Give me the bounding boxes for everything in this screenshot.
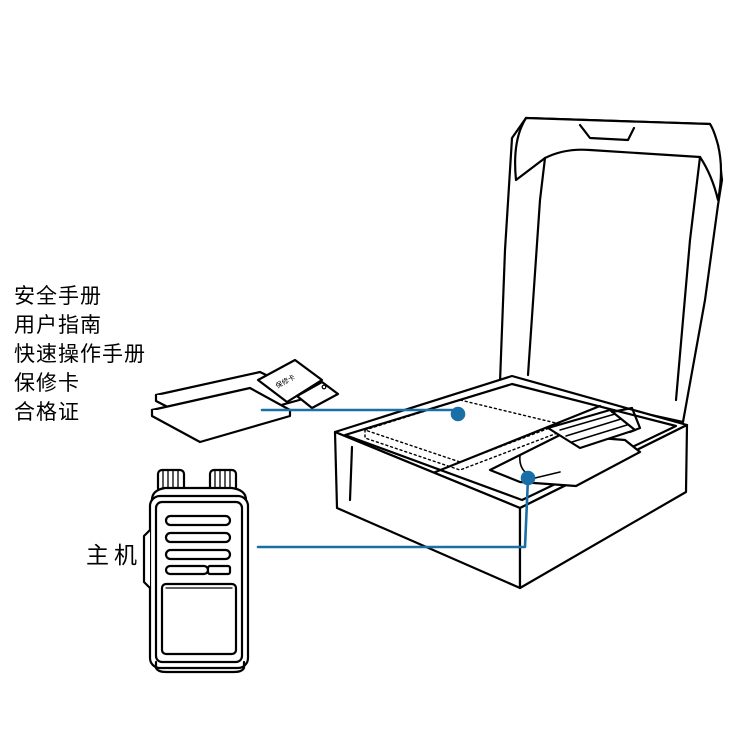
label-certificate: 合格证	[14, 400, 80, 424]
radio-unit	[142, 468, 250, 674]
radio-lower-panel	[160, 582, 238, 656]
certificate-tag	[295, 380, 340, 410]
ptt-button	[142, 528, 152, 590]
label-warranty-card: 保修卡	[14, 371, 80, 395]
accessories-label-list: 安全手册 用户指南 快速操作手册 保修卡 合格证	[14, 282, 146, 427]
callout-dot-accessories	[450, 406, 466, 422]
paperwork-stack: 保修卡	[150, 358, 340, 444]
lid-handle-slot	[578, 123, 636, 142]
lid-inner-left-edge	[526, 156, 547, 377]
box-divider	[426, 404, 602, 477]
label-user-guide: 用户指南	[14, 313, 102, 337]
label-main-unit: 主机	[86, 543, 142, 569]
radio-base	[154, 660, 246, 674]
callout-line-radio	[256, 476, 530, 549]
warranty-card	[256, 358, 324, 404]
label-quick-start-guide: 快速操作手册	[14, 342, 146, 366]
led-indicator	[206, 564, 232, 576]
speaker-grille	[164, 514, 232, 576]
callout-lines	[256, 406, 536, 549]
callout-dot-radio	[520, 470, 536, 486]
radio-body-inner	[154, 500, 244, 664]
box-lid-flap	[514, 116, 723, 202]
gift-box	[333, 116, 724, 590]
box-front-crease	[348, 445, 354, 502]
label-safety-manual: 安全手册	[14, 284, 102, 308]
lid-inner-right-edge	[674, 155, 702, 402]
